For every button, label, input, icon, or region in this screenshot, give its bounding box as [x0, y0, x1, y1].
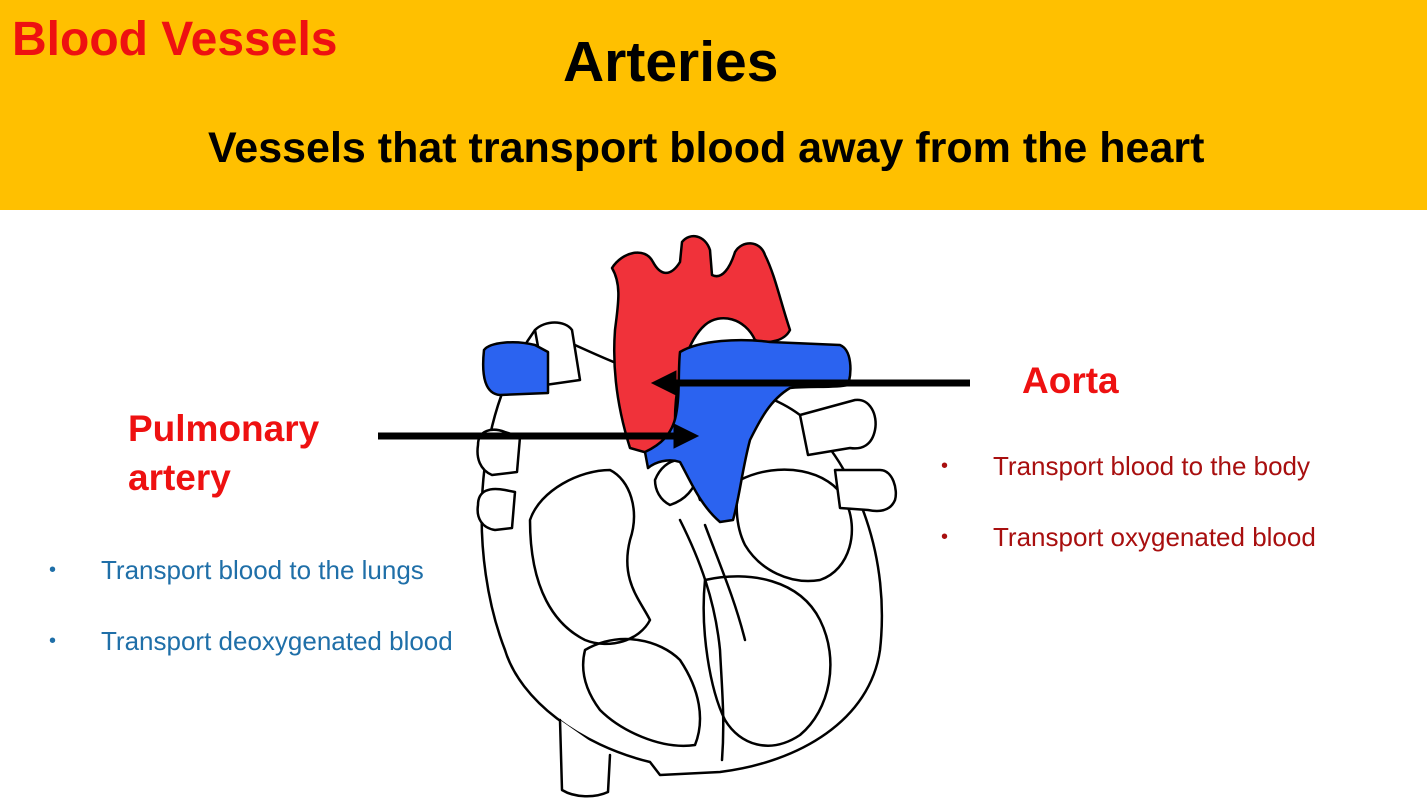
- right-atrium-chamber: [735, 468, 854, 583]
- left-vessel-lower: [476, 487, 517, 532]
- aorta-facts-list: • Transport blood to the body • Transport …: [941, 451, 1316, 593]
- right-ventricle-chamber: [702, 575, 832, 747]
- pulmonary-vein-lower: [833, 468, 897, 513]
- list-item: • Transport oxygenated blood: [941, 522, 1316, 552]
- septum: [678, 518, 725, 762]
- bullet: •: [941, 526, 949, 548]
- list-item: • Transport deoxygenated blood: [49, 626, 453, 656]
- list-item: • Transport blood to the lungs: [49, 555, 453, 585]
- pulmonary-vein-upper: [798, 398, 877, 457]
- superior-vena-cava-vessel: [482, 341, 550, 397]
- fact-text: Transport blood to the lungs: [101, 555, 424, 585]
- title-banner: [0, 0, 1427, 210]
- aorta-label: Aorta: [1022, 360, 1119, 401]
- bullet: •: [941, 455, 949, 477]
- bullet: •: [49, 559, 57, 581]
- aorta-arrow: [650, 370, 970, 396]
- fact-text: Transport blood to the body: [993, 451, 1311, 481]
- fact-text: Transport deoxygenated blood: [101, 626, 453, 656]
- bullet: •: [49, 630, 57, 652]
- inferior-vena-cava: [558, 718, 612, 798]
- septum-inner: [703, 523, 747, 642]
- pulmonary-artery-label: Pulmonary artery: [128, 408, 320, 498]
- list-item: • Transport blood to the body: [941, 451, 1316, 481]
- topic-heading: Blood Vessels: [12, 13, 338, 66]
- fact-text: Transport oxygenated blood: [993, 522, 1316, 552]
- pulmonary-facts-list: • Transport blood to the lungs • Transport…: [49, 555, 453, 697]
- pulmonary-arrow: [378, 423, 700, 449]
- slide-subtitle: Vessels that transport blood away from t…: [208, 124, 1205, 172]
- left-ventricle-chamber: [581, 637, 702, 748]
- left-atrium-chamber: [528, 468, 652, 646]
- slide-title: Arteries: [563, 30, 779, 94]
